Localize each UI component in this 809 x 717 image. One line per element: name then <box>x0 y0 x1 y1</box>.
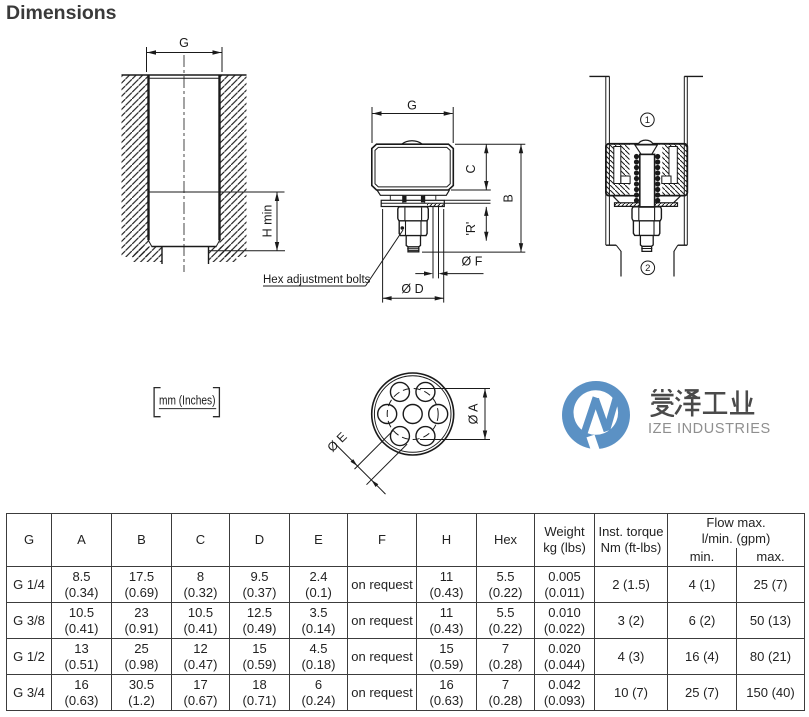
svg-text:Ø E: Ø E <box>325 430 350 455</box>
svg-text:C: C <box>464 164 478 173</box>
svg-text:2: 2 <box>645 263 650 274</box>
svg-text:Ø D: Ø D <box>401 282 423 296</box>
svg-text:Ø A: Ø A <box>467 403 481 425</box>
svg-text:mm (Inches): mm (Inches) <box>159 394 216 408</box>
svg-text:G: G <box>179 36 189 50</box>
svg-text:B: B <box>502 194 516 202</box>
svg-text:H min: H min <box>261 205 275 238</box>
svg-text:Ø F: Ø F <box>462 255 483 269</box>
svg-text:G: G <box>407 99 417 113</box>
svg-text:'R': 'R' <box>464 222 478 236</box>
svg-text:Hex adjustment bolts: Hex adjustment bolts <box>263 274 371 286</box>
svg-text:1: 1 <box>645 115 650 126</box>
